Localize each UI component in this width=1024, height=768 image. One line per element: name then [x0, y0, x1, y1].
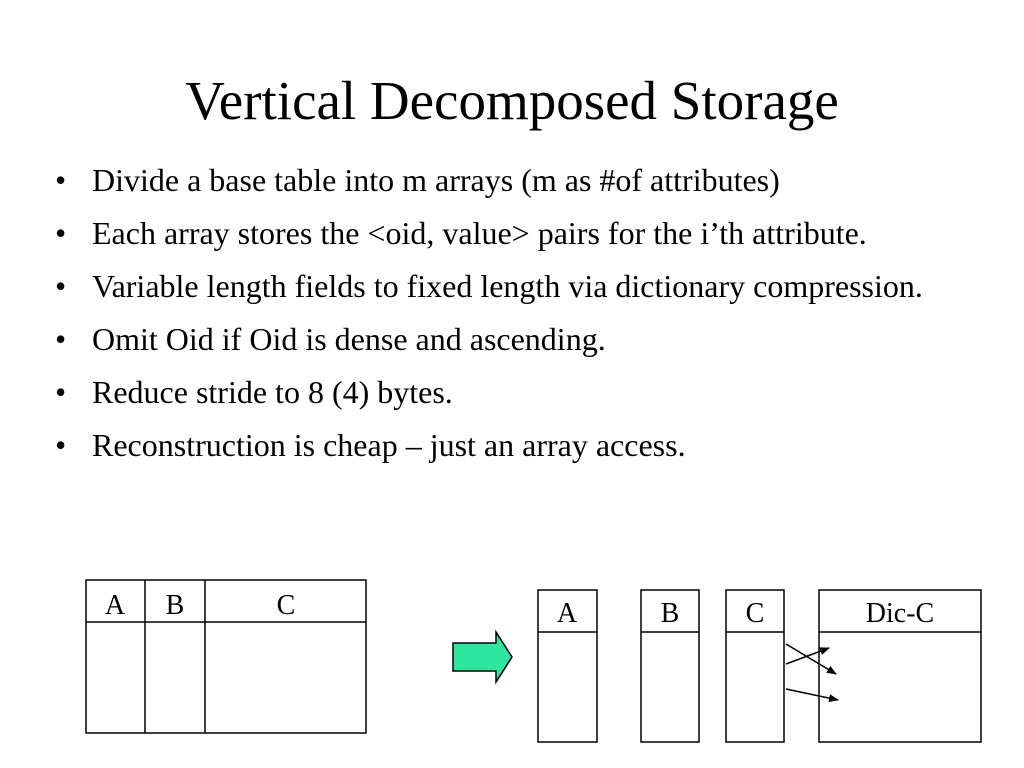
- bullet-item: • Divide a base table into m arrays (m a…: [55, 160, 985, 201]
- array-a: A: [537, 589, 598, 743]
- bullet-text: Omit Oid if Oid is dense and ascending.: [92, 321, 606, 357]
- base-table: A B C: [85, 579, 367, 734]
- array-c-label: C: [746, 598, 765, 629]
- bullet-item: • Each array stores the <oid, value> pai…: [55, 213, 985, 254]
- base-table-header-b: B: [166, 590, 185, 621]
- bullet-text: Each array stores the <oid, value> pairs…: [92, 215, 867, 251]
- base-table-header-c: C: [277, 590, 296, 621]
- bullet-glyph: •: [55, 321, 67, 357]
- array-a-frame: [537, 589, 598, 743]
- bullet-text: Reconstruction is cheap – just an array …: [92, 427, 686, 463]
- bullet-item: • Variable length fields to fixed length…: [55, 266, 985, 307]
- array-a-label: A: [557, 598, 578, 629]
- dictionary-c: Dic-C: [818, 589, 982, 743]
- bullet-glyph: •: [55, 215, 67, 251]
- bullet-glyph: •: [55, 427, 67, 463]
- pointer-arrow: [785, 647, 830, 665]
- pointer-arrow: [785, 643, 837, 675]
- pointer-arrow: [785, 688, 839, 703]
- bullet-item: • Omit Oid if Oid is dense and ascending…: [55, 319, 985, 360]
- slide-title: Vertical Decomposed Storage: [185, 70, 839, 131]
- bullet-glyph: •: [55, 374, 67, 410]
- bullet-text: Reduce stride to 8 (4) bytes.: [92, 374, 453, 410]
- bullet-text: Variable length fields to fixed length v…: [92, 268, 923, 304]
- dictionary-c-label: Dic-C: [866, 598, 934, 629]
- array-c: C: [725, 589, 785, 743]
- array-b: B: [640, 589, 700, 743]
- bullet-glyph: •: [55, 162, 67, 198]
- bullet-list: • Divide a base table into m arrays (m a…: [55, 160, 985, 478]
- base-table-frame: [85, 579, 367, 734]
- dictionary-c-frame: [818, 589, 982, 743]
- bullet-item: • Reduce stride to 8 (4) bytes.: [55, 372, 985, 413]
- bullet-text: Divide a base table into m arrays (m as …: [92, 162, 780, 198]
- array-b-label: B: [661, 598, 680, 629]
- base-table-header-a: A: [105, 590, 126, 621]
- transform-arrow-icon: [452, 629, 513, 685]
- array-b-frame: [640, 589, 700, 743]
- bullet-item: • Reconstruction is cheap – just an arra…: [55, 425, 985, 466]
- bullet-glyph: •: [55, 268, 67, 304]
- array-c-frame: [725, 589, 785, 743]
